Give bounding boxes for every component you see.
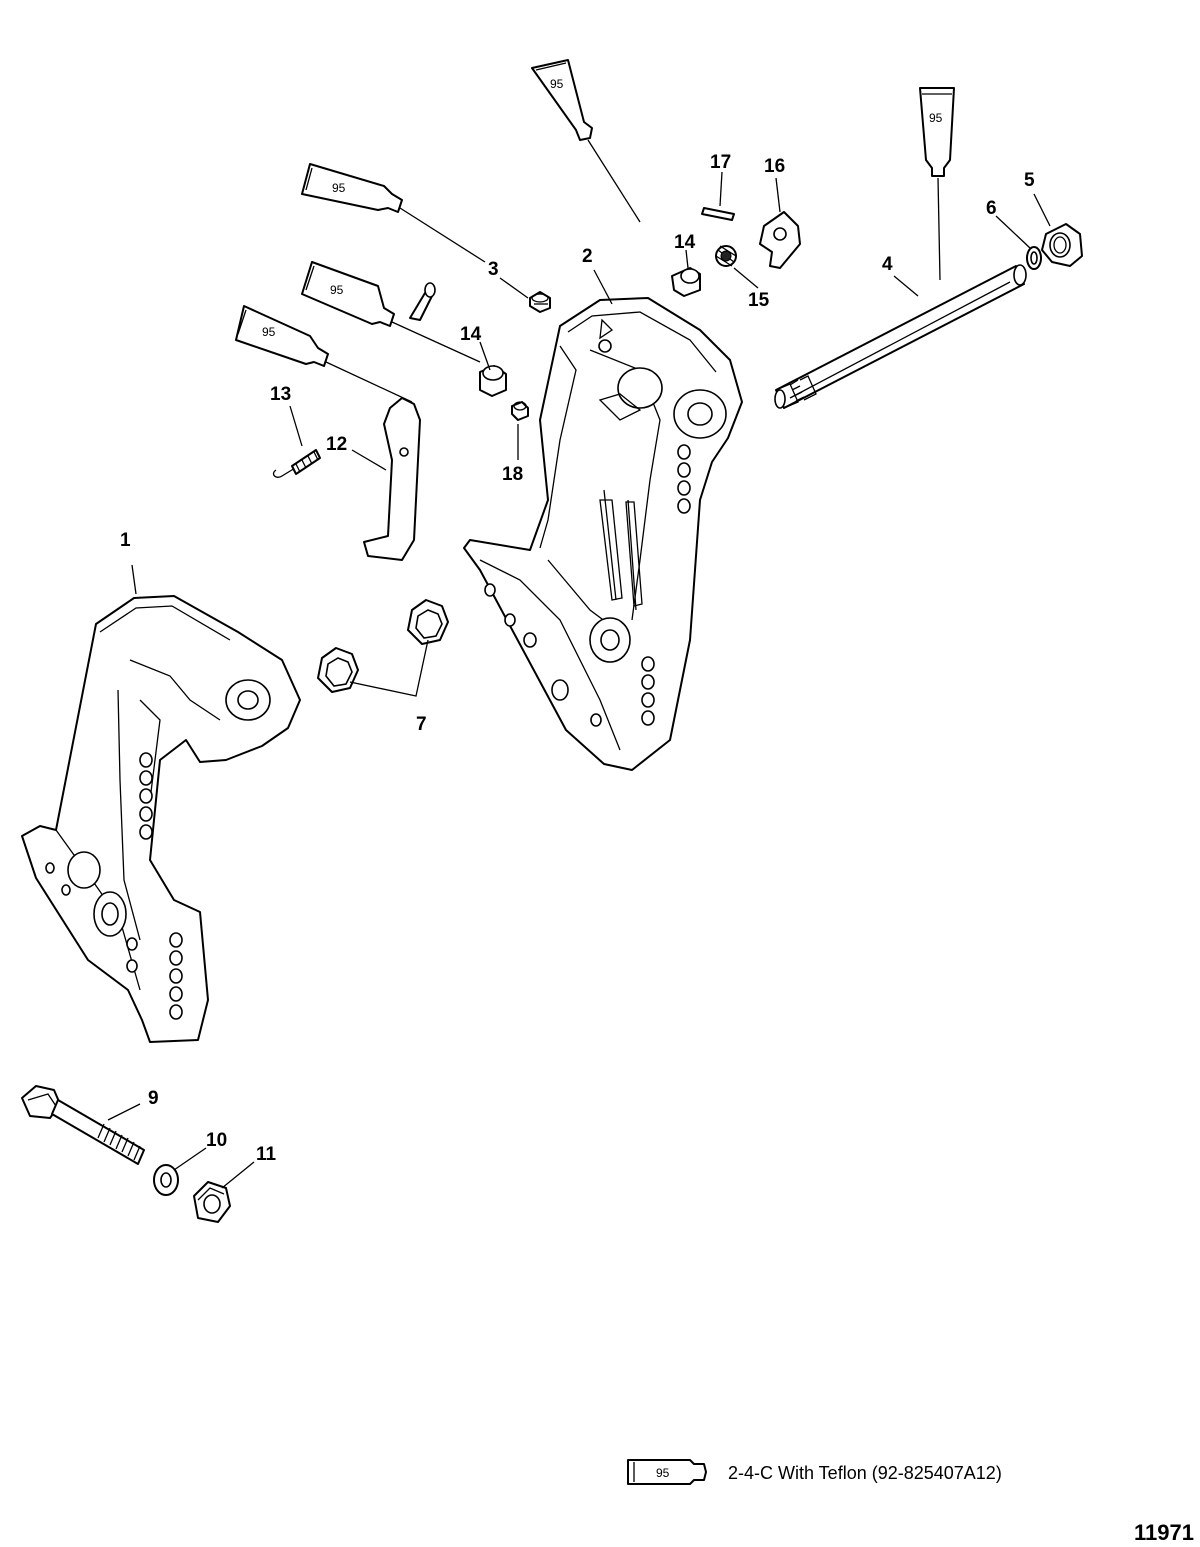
callout-11: 11 bbox=[256, 1144, 277, 1165]
callout-numbers: 1 2 3 4 5 6 7 9 10 11 12 13 14 14 15 16 … bbox=[120, 152, 1035, 1165]
callout-14-upper: 14 bbox=[674, 232, 696, 253]
callout-6: 6 bbox=[986, 198, 997, 219]
callout-14-lower: 14 bbox=[460, 324, 482, 345]
bushing-14-lower bbox=[479, 365, 507, 397]
lubricant-tube-icon: 95 bbox=[235, 305, 413, 403]
figure-number: 11971 bbox=[1134, 1520, 1194, 1545]
callout-4: 4 bbox=[882, 254, 893, 275]
lubricant-tube-icon: 95 bbox=[301, 261, 481, 363]
tube-label: 95 bbox=[550, 77, 564, 91]
lubricant-tube-icon: 95 bbox=[531, 59, 641, 223]
lubricant-tube-icon: 95 bbox=[919, 87, 955, 281]
spring-15 bbox=[715, 245, 737, 267]
tube-label: 95 bbox=[332, 181, 346, 195]
lock-lever-12 bbox=[363, 282, 436, 561]
tube-label: 95 bbox=[929, 111, 943, 125]
tilt-tube-shaft bbox=[774, 264, 1027, 409]
clamp-bracket-right bbox=[463, 297, 743, 771]
callout-18: 18 bbox=[502, 464, 523, 485]
callout-12: 12 bbox=[326, 434, 347, 455]
spring-13 bbox=[272, 449, 321, 478]
bushing-14-upper bbox=[671, 267, 701, 297]
washer-7-lower bbox=[317, 647, 359, 693]
tube-label: 95 bbox=[330, 283, 344, 297]
callout-9: 9 bbox=[148, 1088, 159, 1109]
callout-3: 3 bbox=[488, 259, 499, 280]
bracket-hole-column bbox=[484, 444, 691, 727]
lubricant-tube-icon: 95 bbox=[301, 163, 486, 263]
washer-6 bbox=[1026, 246, 1042, 270]
washer-10 bbox=[153, 1164, 179, 1196]
callout-15: 15 bbox=[748, 290, 770, 311]
leader-lines bbox=[107, 171, 1051, 1189]
callout-7: 7 bbox=[416, 714, 427, 735]
pin-17 bbox=[701, 207, 735, 221]
callout-1: 1 bbox=[120, 530, 131, 551]
washer-7-upper bbox=[407, 599, 449, 645]
legend-tube-label: 95 bbox=[656, 1466, 670, 1480]
callout-16: 16 bbox=[764, 156, 785, 177]
nut-11 bbox=[193, 1181, 231, 1223]
callout-13: 13 bbox=[270, 384, 291, 405]
bolt-9 bbox=[21, 1085, 145, 1165]
grease-fitting-3 bbox=[529, 291, 551, 313]
tube-label: 95 bbox=[262, 325, 276, 339]
bushing-18 bbox=[511, 401, 529, 421]
tilt-tube-nut bbox=[1041, 223, 1083, 267]
lubricant-legend: 95 2-4-C With Teflon (92-825407A12) bbox=[627, 1459, 1002, 1485]
lubricant-tube-icon: 95 bbox=[627, 1459, 707, 1485]
callout-5: 5 bbox=[1024, 170, 1035, 191]
callout-17: 17 bbox=[710, 152, 731, 173]
bracket-hole-column bbox=[45, 752, 183, 1020]
legend-text: 2-4-C With Teflon (92-825407A12) bbox=[728, 1463, 1002, 1483]
clamp-bracket-left bbox=[21, 595, 301, 1043]
callout-2: 2 bbox=[582, 246, 593, 267]
lever-16 bbox=[759, 211, 801, 269]
callout-10: 10 bbox=[206, 1130, 227, 1151]
